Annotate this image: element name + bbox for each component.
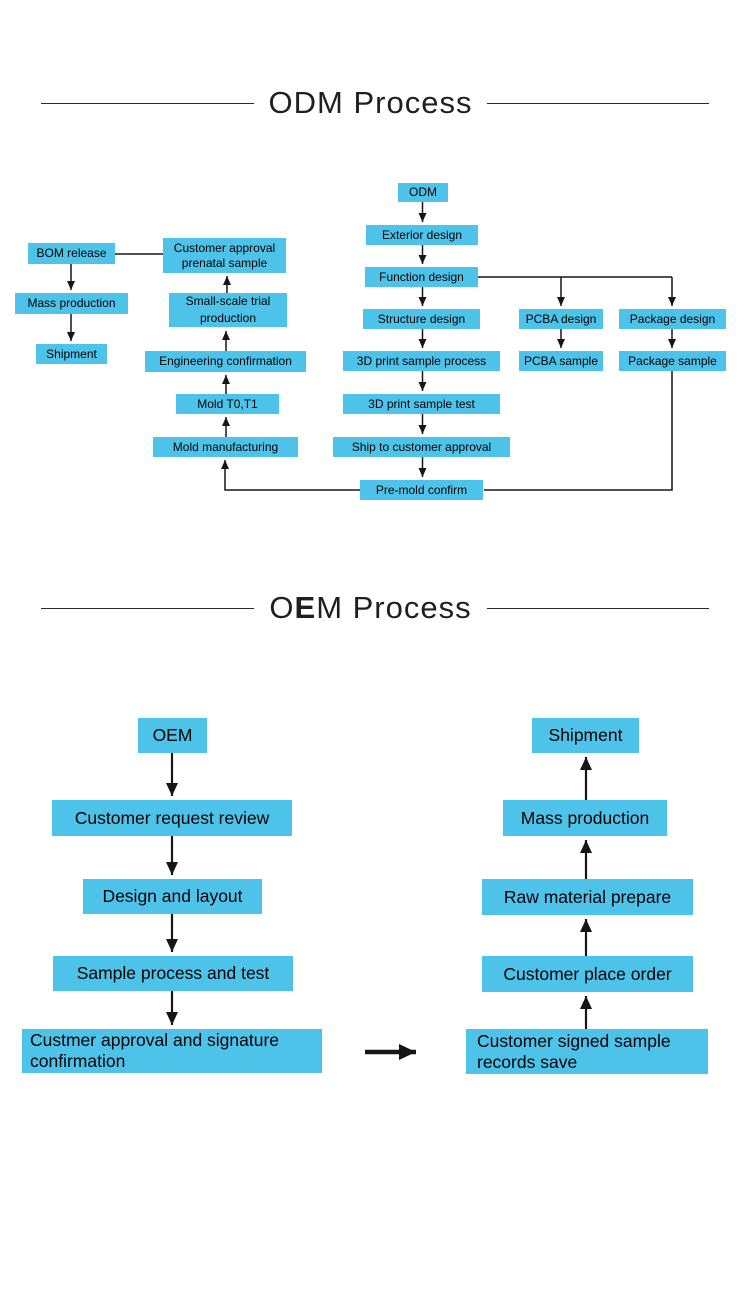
node-engineering-confirmation: Engineering confirmation: [145, 351, 306, 372]
node-function-design: Function design: [365, 267, 478, 287]
node-oem: OEM: [138, 718, 207, 753]
title-rule-left: [40, 102, 254, 104]
oem-title-post: M Process: [316, 590, 472, 625]
title-rule-right: [487, 102, 710, 104]
node-bom-release: BOM release: [28, 243, 115, 264]
node-small-scale-trial-production: Small-scale trial production: [169, 293, 287, 327]
title-rule-right: [486, 607, 709, 609]
node-package-sample: Package sample: [619, 351, 726, 371]
odm-title-text: ODM Process: [268, 85, 473, 120]
node-odm: ODM: [398, 183, 448, 202]
oem-section-title: OEM Process: [0, 588, 750, 628]
node-mass-production-odm: Mass production: [15, 293, 128, 314]
node-raw-material-prepare: Raw material prepare: [482, 879, 693, 915]
node-mass-production-oem: Mass production: [503, 800, 667, 836]
node-sample-process-and-test: Sample process and test: [53, 956, 293, 991]
node-exterior-design: Exterior design: [366, 225, 478, 245]
node-customer-place-order: Customer place order: [482, 956, 693, 992]
node-structure-design: Structure design: [363, 309, 480, 329]
oem-title-text: OEM Process: [269, 590, 471, 626]
node-custmer-approval-signature-confirmation: Custmer approval and signature confirmat…: [22, 1029, 322, 1073]
oem-title-pre: O: [269, 590, 295, 625]
node-shipment-oem: Shipment: [532, 718, 639, 753]
node-customer-signed-sample-records: Customer signed sample records save: [466, 1029, 708, 1074]
node-ship-to-customer-approval: Ship to customer approval: [333, 437, 510, 457]
node-customer-approval-prenatal-sample: Customer approval prenatal sample: [163, 238, 286, 273]
node-3d-print-sample-process: 3D print sample process: [343, 351, 500, 371]
edge-premold-moldmanufacturing: [221, 460, 360, 491]
node-mold-manufacturing: Mold manufacturing: [153, 437, 298, 457]
oem-title-bold: E: [294, 590, 317, 625]
node-mold-t0t1: Mold T0,T1: [176, 394, 279, 414]
odm-section-title: ODM Process: [0, 83, 750, 123]
edge-packagesample-premold: [484, 371, 673, 491]
node-premold-confirm: Pre-mold confirm: [360, 480, 483, 500]
title-rule-left: [41, 607, 255, 609]
node-3d-print-sample-test: 3D print sample test: [343, 394, 500, 414]
node-pcba-sample: PCBA sample: [519, 351, 603, 371]
node-pcba-design: PCBA design: [519, 309, 603, 329]
node-package-design: Package design: [619, 309, 726, 329]
oem-connectors: [166, 753, 592, 1060]
node-design-and-layout: Design and layout: [83, 879, 262, 914]
node-shipment-odm: Shipment: [36, 344, 107, 364]
node-customer-request-review: Customer request review: [52, 800, 292, 836]
